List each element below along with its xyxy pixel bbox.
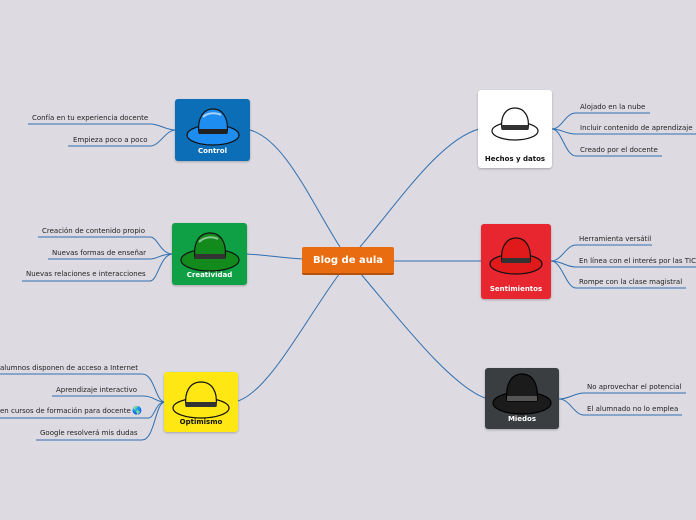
leaf-optimismo-3[interactable]: en cursos de formación para docente: [0, 407, 131, 415]
hat-icon: [179, 232, 240, 272]
hat-icon: [185, 108, 240, 146]
connector-hechos: [359, 128, 480, 248]
connector-creatividad: [245, 253, 303, 260]
node-label: Control: [198, 147, 227, 155]
node-control[interactable]: Control: [175, 99, 250, 161]
node-label: Miedos: [507, 415, 537, 423]
leaf-optimismo-1[interactable]: alumnos disponen de acceso a Internet: [0, 364, 138, 372]
node-miedos[interactable]: Miedos: [485, 368, 559, 429]
leaf-optimismo-4[interactable]: Google resolverá mis dudas: [40, 429, 138, 437]
node-label: Sentimientos: [489, 285, 543, 293]
node-label: Hechos y datos: [484, 155, 546, 163]
node-optimismo[interactable]: Optimismo: [164, 372, 238, 432]
leaf-creatividad-3[interactable]: Nuevas relaciones e interacciones: [26, 270, 146, 278]
globe-icon[interactable]: 🌎: [132, 406, 142, 415]
hat-icon: [489, 237, 543, 275]
leaf-optimismo-2[interactable]: Aprendizaje interactivo: [56, 386, 138, 394]
node-label: Creatividad: [186, 271, 233, 279]
leaf-sentimientos-2[interactable]: En línea con el interés por las TIC: [579, 257, 696, 265]
node-hechos[interactable]: Hechos y datos: [478, 90, 552, 168]
leaf-control-1[interactable]: Confía en tu experiencia docente: [32, 114, 149, 122]
leaf-creatividad-2[interactable]: Nuevas formas de enseñar: [52, 249, 147, 257]
node-creatividad[interactable]: Creatividad: [172, 223, 247, 285]
leaf-sentimientos-3[interactable]: Rompe con la clase magistral: [579, 278, 683, 286]
leaf-sentimientos-1[interactable]: Herramienta versátil: [579, 235, 652, 243]
node-sentimientos[interactable]: Sentimientos: [481, 224, 551, 299]
leaf-miedos-1[interactable]: No aprovechar el potencial: [587, 383, 682, 391]
central-topic[interactable]: Blog de aula: [302, 247, 394, 275]
leaf-control-2[interactable]: Empieza poco a poco: [73, 136, 148, 144]
leaf-hechos-2[interactable]: Incluir contenido de aprendizaje: [580, 124, 693, 132]
leaf-hechos-3[interactable]: Creado por el docente: [580, 146, 658, 154]
hat-icon: [492, 373, 552, 415]
connector-miedos: [359, 272, 486, 399]
leaf-hechos-1[interactable]: Alojado en la nube: [580, 103, 646, 111]
connector-control: [249, 129, 341, 248]
leaf-miedos-2[interactable]: El alumnado no lo emplea: [587, 405, 679, 413]
node-label: Optimismo: [179, 418, 223, 426]
hat-icon: [491, 107, 539, 141]
leaf-creatividad-1[interactable]: Creación de contenido propio: [42, 227, 145, 235]
hat-icon: [172, 381, 230, 419]
connector-optimismo: [237, 272, 341, 402]
